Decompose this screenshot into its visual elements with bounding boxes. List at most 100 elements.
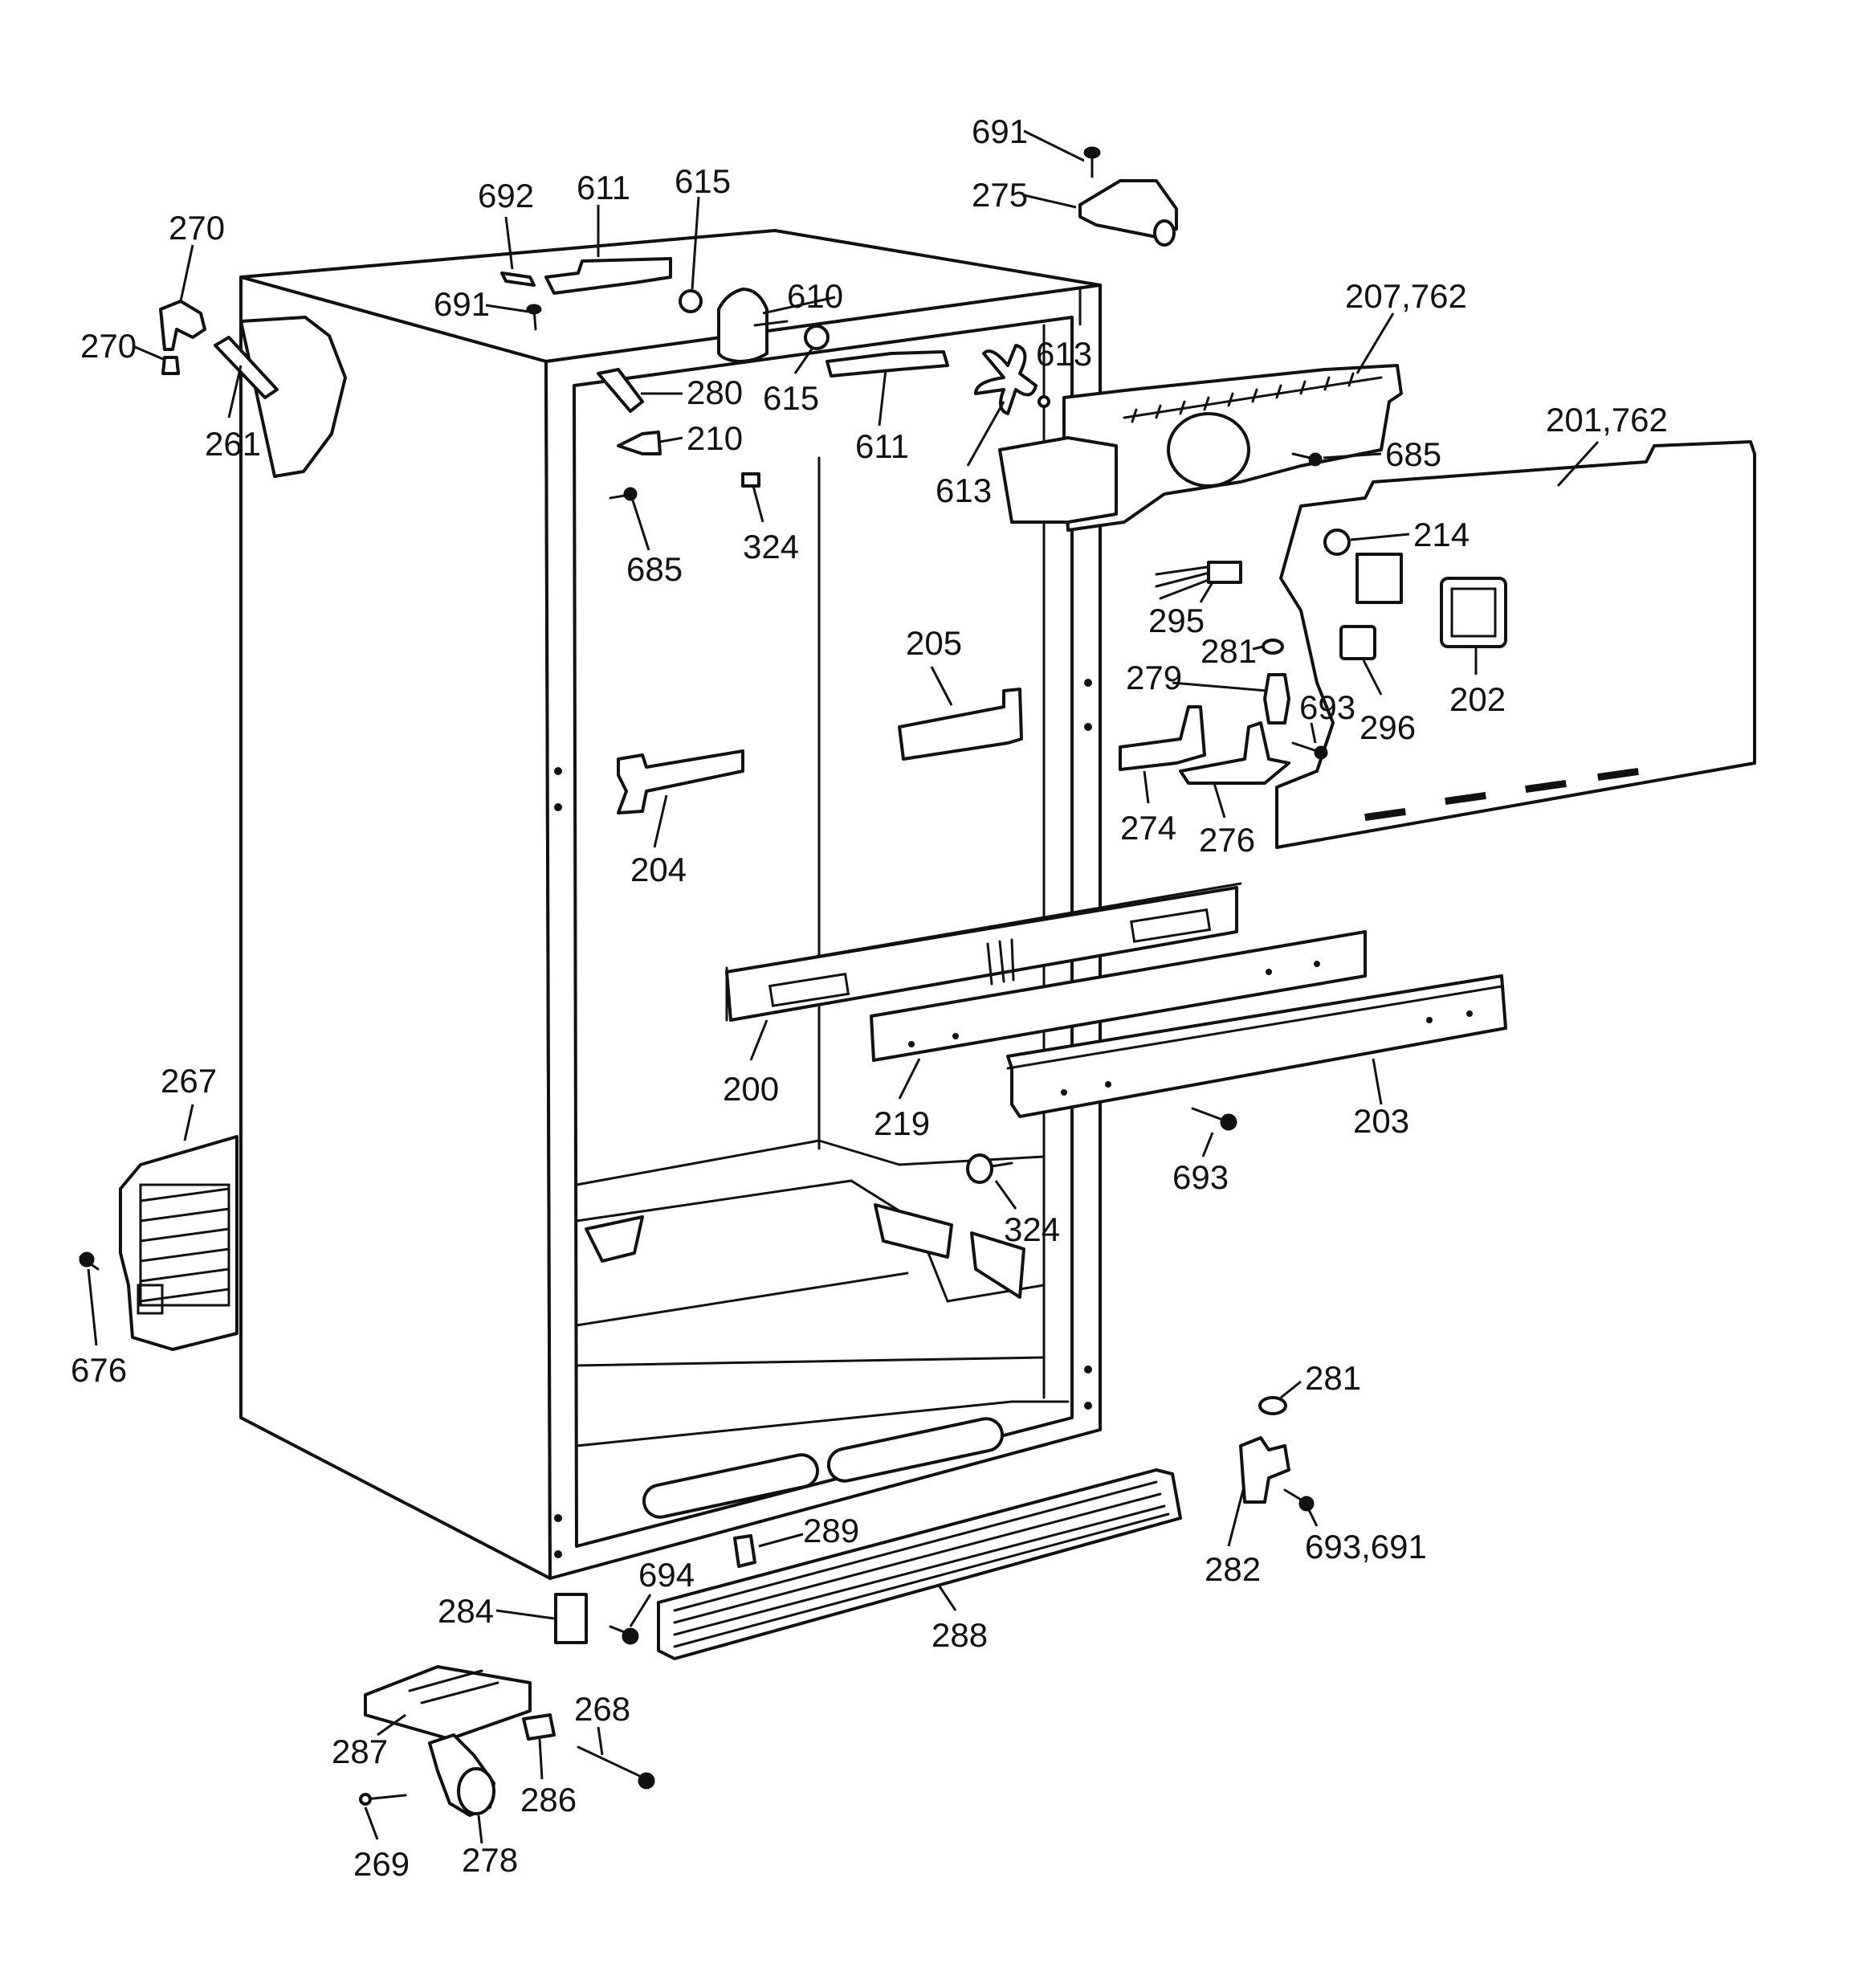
part-269-axle-head (359, 1793, 372, 1806)
leader-615b (793, 347, 814, 374)
part-268-leveling-screw (577, 1745, 648, 1781)
callout-691: 691 (434, 285, 490, 323)
callout-270: 270 (169, 209, 225, 247)
callout-267: 267 (161, 1062, 217, 1100)
part-219-rail (870, 930, 1367, 1062)
part-324-screw-a (741, 472, 760, 488)
frame-hole (1084, 1402, 1092, 1410)
leader-201 (1556, 440, 1600, 488)
leader-611b (878, 369, 887, 427)
leader-275 (1023, 194, 1077, 209)
rails (725, 882, 1507, 1184)
part-267-label (137, 1284, 164, 1315)
callout-270: 270 (80, 327, 137, 365)
leader-269 (364, 1806, 379, 1840)
callout-324: 324 (1004, 1210, 1060, 1248)
part-611-bracket-b (826, 350, 949, 378)
frame-hole (1084, 679, 1092, 687)
panel-slot (1364, 807, 1406, 822)
panel-slot (1597, 767, 1639, 782)
callout-214: 214 (1413, 516, 1470, 553)
top-parts (159, 146, 1178, 501)
toe-recess-right (826, 1417, 1005, 1483)
callout-611: 611 (855, 427, 909, 465)
part-289-clip (733, 1534, 756, 1568)
leader-281b (1280, 1380, 1302, 1399)
leader-267 (183, 1104, 194, 1141)
lower-left-parts (79, 1135, 238, 1351)
part-286-clip (522, 1713, 556, 1741)
part-693-screw-c-head (1298, 1496, 1315, 1512)
part-201-control-panel (1275, 440, 1756, 849)
callout-281: 281 (1305, 1359, 1361, 1397)
callout-610: 610 (787, 277, 843, 315)
part-613-fan-blade (974, 344, 1037, 415)
leader-693a (1310, 722, 1317, 744)
part-694-screw-head (622, 1627, 639, 1645)
leader-207 (1355, 312, 1395, 374)
leader-205 (930, 666, 953, 706)
callout-268: 268 (574, 1690, 630, 1728)
part-205-bracket (898, 688, 1023, 761)
leader-270b (134, 345, 164, 361)
rail-hole (908, 1041, 915, 1047)
callout-219: 219 (874, 1104, 930, 1142)
frame-hole (554, 803, 562, 811)
mid-brackets (617, 688, 1023, 814)
part-202-thermostat (1440, 577, 1507, 648)
leader-694 (629, 1594, 652, 1627)
part-200-mullion-top (725, 882, 1242, 1022)
frame-hole (554, 1550, 562, 1558)
leader-210 (659, 436, 683, 443)
leader-289 (758, 1533, 804, 1548)
part-613-retainer (1037, 395, 1050, 408)
leader-296 (1362, 659, 1383, 696)
callout-295: 295 (1148, 602, 1205, 639)
leader-lines (87, 129, 1600, 1844)
part-274-hinge-bracket (1119, 705, 1206, 771)
liner-guide-right-b (970, 1231, 1025, 1299)
leader-676 (87, 1268, 98, 1346)
part-284-spacer (554, 1593, 588, 1644)
callout-276: 276 (1199, 821, 1255, 859)
cabinet-side-cutaway (239, 316, 347, 478)
part-281-washer-a (1262, 639, 1284, 655)
leader-691a (1023, 129, 1085, 162)
part-685-screw-a-head (623, 487, 638, 501)
liner-drawer-lip (575, 1400, 1070, 1447)
panel-slot (1445, 791, 1486, 806)
rail-hole (1466, 1010, 1473, 1017)
callout-286: 286 (520, 1781, 577, 1819)
frame-hole (554, 1514, 562, 1522)
part-691-screw-b-head (526, 304, 542, 315)
leader-270a (179, 244, 194, 302)
callout-281: 281 (1201, 632, 1257, 670)
callout-676: 676 (71, 1351, 127, 1389)
leader-200 (749, 1019, 768, 1061)
callout-207-762: 207,762 (1345, 277, 1467, 315)
leader-288 (938, 1586, 957, 1611)
leader-613b (966, 401, 1005, 467)
rail-hole (1314, 961, 1320, 967)
part-267-vent-hatch (139, 1187, 230, 1303)
part-207-duct (998, 436, 1118, 524)
part-278-wheel (457, 1767, 495, 1815)
part-276-hinge (1179, 721, 1290, 785)
part-693-screw-b-head (1220, 1113, 1237, 1131)
rail-hole (1426, 1017, 1433, 1023)
callout-288: 288 (932, 1616, 988, 1654)
callout-611: 611 (577, 169, 630, 206)
part-200-mullion (725, 886, 1238, 1022)
part-287-detail (408, 1669, 499, 1704)
part-214-plug (1323, 529, 1351, 556)
leader-219 (898, 1058, 921, 1100)
callout-693: 693 (1299, 688, 1355, 726)
part-275-top-hinge (1078, 179, 1178, 239)
part-691-screw-head (1083, 146, 1101, 159)
leader-324b (994, 1180, 1017, 1210)
part-288-grille-louvers (673, 1480, 1170, 1648)
part-693-screw-a (1291, 741, 1319, 753)
leader-691b (485, 304, 529, 313)
part-676-screw-head (79, 1251, 95, 1268)
part-200-wires (986, 938, 1015, 986)
